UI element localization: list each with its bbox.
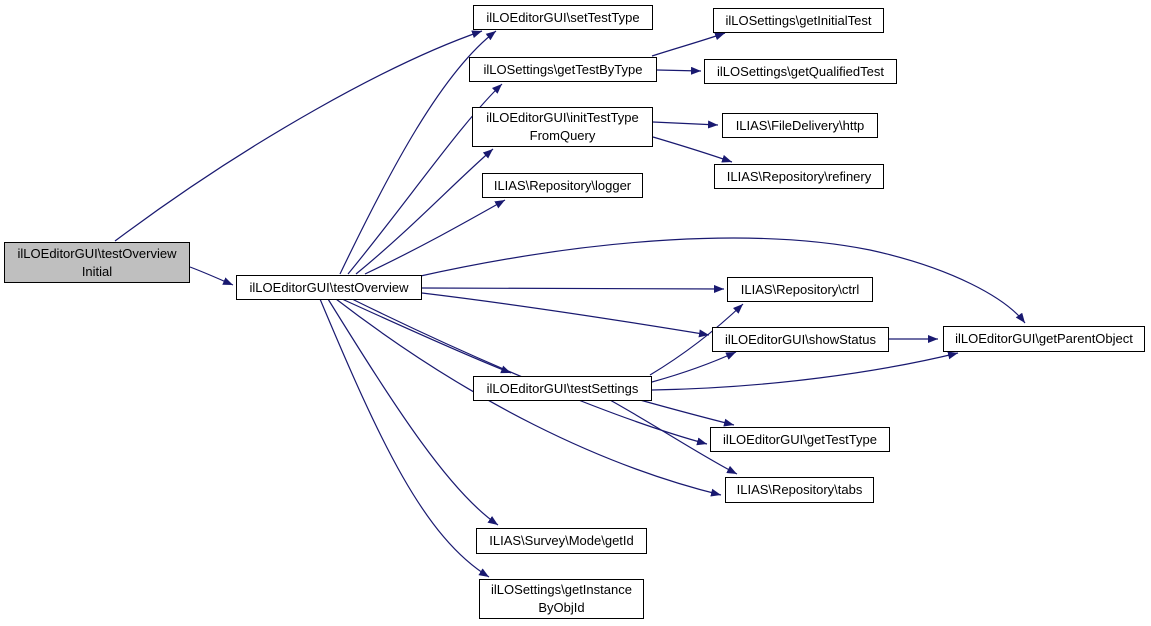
- node-get-instance-by-obj-id[interactable]: ilLOSettings\getInstance ByObjId: [479, 579, 644, 619]
- node-tabs[interactable]: ILIAS\Repository\tabs: [725, 477, 874, 503]
- node-get-id[interactable]: ILIAS\Survey\Mode\getId: [476, 528, 647, 554]
- node-logger[interactable]: ILIAS\Repository\logger: [482, 173, 643, 198]
- node-test-overview[interactable]: ilLOEditorGUI\testOverview: [236, 275, 422, 300]
- node-show-status[interactable]: ilLOEditorGUI\showStatus: [712, 327, 889, 352]
- node-get-test-type[interactable]: ilLOEditorGUI\getTestType: [710, 427, 890, 452]
- node-get-parent-object[interactable]: ilLOEditorGUI\getParentObject: [943, 326, 1145, 352]
- edge-testOverview-to-tabs: [335, 298, 722, 497]
- node-init-test-type-from-query[interactable]: ilLOEditorGUI\initTestType FromQuery: [472, 107, 653, 147]
- node-ctrl[interactable]: ILIAS\Repository\ctrl: [727, 277, 873, 302]
- edge-getTestByType-to-getInitialTest: [651, 32, 726, 57]
- node-test-settings[interactable]: ilLOEditorGUI\testSettings: [473, 376, 652, 401]
- node-get-initial-test[interactable]: ilLOSettings\getInitialTest: [713, 8, 884, 33]
- edge-testOverview-to-ctrl: [421, 284, 725, 293]
- edge-testOverviewInitial-to-testOverview: [189, 266, 234, 286]
- edge-testOverview-to-initTestTypeFromQuery: [355, 148, 494, 275]
- node-set-test-type[interactable]: ilLOEditorGUI\setTestType: [473, 5, 653, 30]
- node-http[interactable]: ILIAS\FileDelivery\http: [722, 113, 878, 138]
- edge-testOverview-to-getId: [327, 298, 499, 526]
- edge-testSettings-to-getTestType: [639, 399, 735, 427]
- edge-initTestTypeFromQuery-to-http: [652, 120, 719, 129]
- edge-testOverview-to-setTestType: [339, 30, 497, 275]
- edge-testOverview-to-getParentObject: [415, 237, 1026, 324]
- edge-testSettings-to-getParentObject: [651, 351, 959, 391]
- edge-testOverview-to-getInstanceByObjId: [319, 298, 490, 578]
- node-get-qualified-test[interactable]: ilLOSettings\getQualifiedTest: [704, 59, 897, 84]
- edge-initTestTypeFromQuery-to-refinery: [652, 136, 733, 163]
- edge-getTestByType-to-getQualifiedTest: [656, 66, 702, 75]
- edge-testSettings-to-ctrl: [649, 303, 744, 376]
- edge-testOverview-to-showStatus: [421, 292, 710, 338]
- edge-testOverview-to-testSettings: [341, 298, 512, 374]
- edge-testSettings-to-showStatus: [651, 351, 737, 383]
- edge-testOverview-to-logger: [364, 199, 506, 275]
- node-test-overview-initial: ilLOEditorGUI\testOverview Initial: [4, 242, 190, 283]
- edge-testOverviewInitial-to-setTestType: [114, 30, 483, 242]
- node-get-test-by-type[interactable]: ilLOSettings\getTestByType: [469, 57, 657, 82]
- edge-testSettings-to-tabs: [609, 399, 738, 475]
- node-refinery[interactable]: ILIAS\Repository\refinery: [714, 164, 884, 189]
- edge-testOverview-to-getTestByType: [347, 83, 503, 275]
